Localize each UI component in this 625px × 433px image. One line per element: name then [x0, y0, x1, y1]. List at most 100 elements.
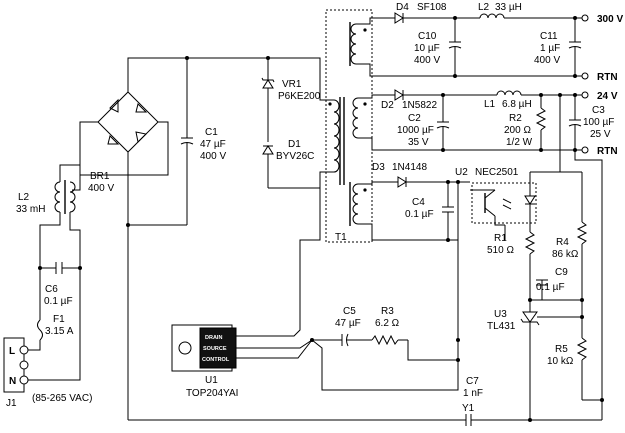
- junction-dot: [580, 298, 584, 302]
- wire-choke-bottom: [69, 212, 81, 268]
- c4-ref: C4: [412, 197, 425, 208]
- d4-ref: D4: [396, 2, 409, 13]
- c11-voltage: 400 V: [534, 55, 560, 66]
- j1-pin-n: [19, 375, 29, 385]
- junction-dot: [528, 298, 532, 302]
- t1-transformer-outline: [325, 9, 373, 243]
- j1-pin-ground: [19, 360, 29, 370]
- r5-resistor: [576, 337, 588, 361]
- u3-ref: U3: [494, 309, 507, 320]
- wire-u1-drain: [236, 188, 321, 337]
- u2-led-symbol: [524, 195, 536, 205]
- c11-value: 1 µF: [540, 43, 560, 54]
- l2in-ref: L2: [18, 192, 30, 203]
- l1-value: 6.8 µH: [502, 99, 532, 110]
- r1-ref: R1: [494, 233, 507, 244]
- l1-inductor: [496, 90, 522, 96]
- c3-plate: [568, 124, 582, 127]
- d1-diode-symbol: [262, 145, 274, 155]
- junction-dot: [446, 238, 450, 242]
- c6-ref: C6: [45, 284, 58, 295]
- wire-dc-return: [127, 152, 187, 226]
- l2-choke-winding: [69, 181, 76, 213]
- r4-value: 86 kΩ: [552, 249, 579, 260]
- r1-value: 510 Ω: [487, 245, 514, 256]
- wire-r3-to-bias: [407, 340, 458, 361]
- junction-dot: [456, 180, 460, 184]
- c10-voltage: 400 V: [414, 55, 440, 66]
- d4-part: SF108: [417, 2, 447, 13]
- wire-choke-bottom: [39, 212, 61, 268]
- u3-part: TL431: [487, 321, 516, 332]
- br1-diode: [135, 103, 148, 113]
- t1-phase-dot: [363, 28, 367, 32]
- f1-fuse: [37, 319, 43, 341]
- c11-ref: C11: [540, 31, 558, 42]
- t1-label: T1: [335, 232, 347, 243]
- j1-pin-n-label: N: [9, 376, 16, 387]
- br1-diode: [109, 98, 119, 113]
- vr1-tvs-bar: [261, 77, 275, 83]
- c7-value: 1 nF: [463, 388, 483, 399]
- d1-part: BYV26C: [276, 151, 314, 162]
- br1-ref: BR1: [90, 171, 110, 182]
- l2out-ref: L2: [478, 2, 490, 13]
- j1-pin-l-label: L: [9, 346, 15, 357]
- y1-ref: Y1: [462, 403, 475, 414]
- r2-power: 1/2 W: [506, 137, 533, 148]
- u1-pin-source-label: SOURCE: [203, 346, 227, 352]
- junction-dot: [453, 16, 457, 20]
- wire-line-input: [28, 340, 41, 351]
- c9-value: 0.1 µF: [536, 282, 565, 293]
- vr1-part: P6KE200: [278, 91, 321, 102]
- c1-value: 47 µF: [200, 139, 226, 150]
- wire-feedback-supply: [530, 168, 561, 173]
- t1-phase-dot: [328, 102, 332, 106]
- u1-mounting-hole: [178, 341, 192, 355]
- wire-bias-winding: [358, 181, 398, 185]
- j1-pin-l: [19, 345, 29, 355]
- u2-phototransistor-collector: [484, 189, 496, 199]
- c4-value: 0.1 µF: [405, 209, 434, 220]
- wire-primary-bottom: [268, 171, 334, 189]
- wire-choke-top: [59, 164, 80, 182]
- r5-ref: R5: [555, 344, 568, 355]
- d3-diode-symbol: [397, 176, 407, 188]
- l2out-value: 33 µH: [495, 2, 522, 13]
- br1-bridge-outline: [97, 91, 159, 153]
- d2-diode-symbol: [394, 89, 404, 101]
- junction-dot: [558, 93, 562, 97]
- f1-value: 3.15 A: [45, 326, 74, 337]
- c9-ref: C9: [555, 267, 568, 278]
- junction-dot: [78, 266, 82, 270]
- terminal-rtn-300v: [581, 72, 589, 80]
- c3-value: 100 µF: [583, 117, 614, 128]
- r3-ref: R3: [381, 306, 394, 317]
- junction-dot: [446, 180, 450, 184]
- wire-source-ground: [311, 339, 459, 391]
- j1-ref: J1: [6, 398, 17, 409]
- wire-c9-to-divider: [541, 285, 582, 301]
- u2-light-arrow: [502, 198, 512, 204]
- br1-diode: [107, 135, 120, 145]
- br1-diode: [135, 131, 148, 144]
- u1-pin-control-label: CONTROL: [202, 357, 230, 363]
- output-rtn1-label: RTN: [597, 72, 618, 83]
- r1-resistor: [524, 231, 536, 255]
- c1-plate: [180, 142, 194, 145]
- junction-dot: [453, 74, 457, 78]
- output-rtn2-label: RTN: [597, 146, 618, 157]
- r4-resistor: [576, 221, 588, 245]
- u1-package-body: [199, 327, 237, 369]
- terminal-rtn-24v: [581, 146, 589, 154]
- c2-ref: C2: [408, 113, 421, 124]
- c11-plate: [568, 46, 582, 49]
- junction-dot: [528, 418, 532, 422]
- output-24v-label: 24 V: [597, 91, 618, 102]
- c1-voltage: 400 V: [200, 151, 226, 162]
- junction-dot: [573, 148, 577, 152]
- u1-part: TOP204YAI: [186, 388, 238, 399]
- wire-ac-input: [79, 121, 169, 176]
